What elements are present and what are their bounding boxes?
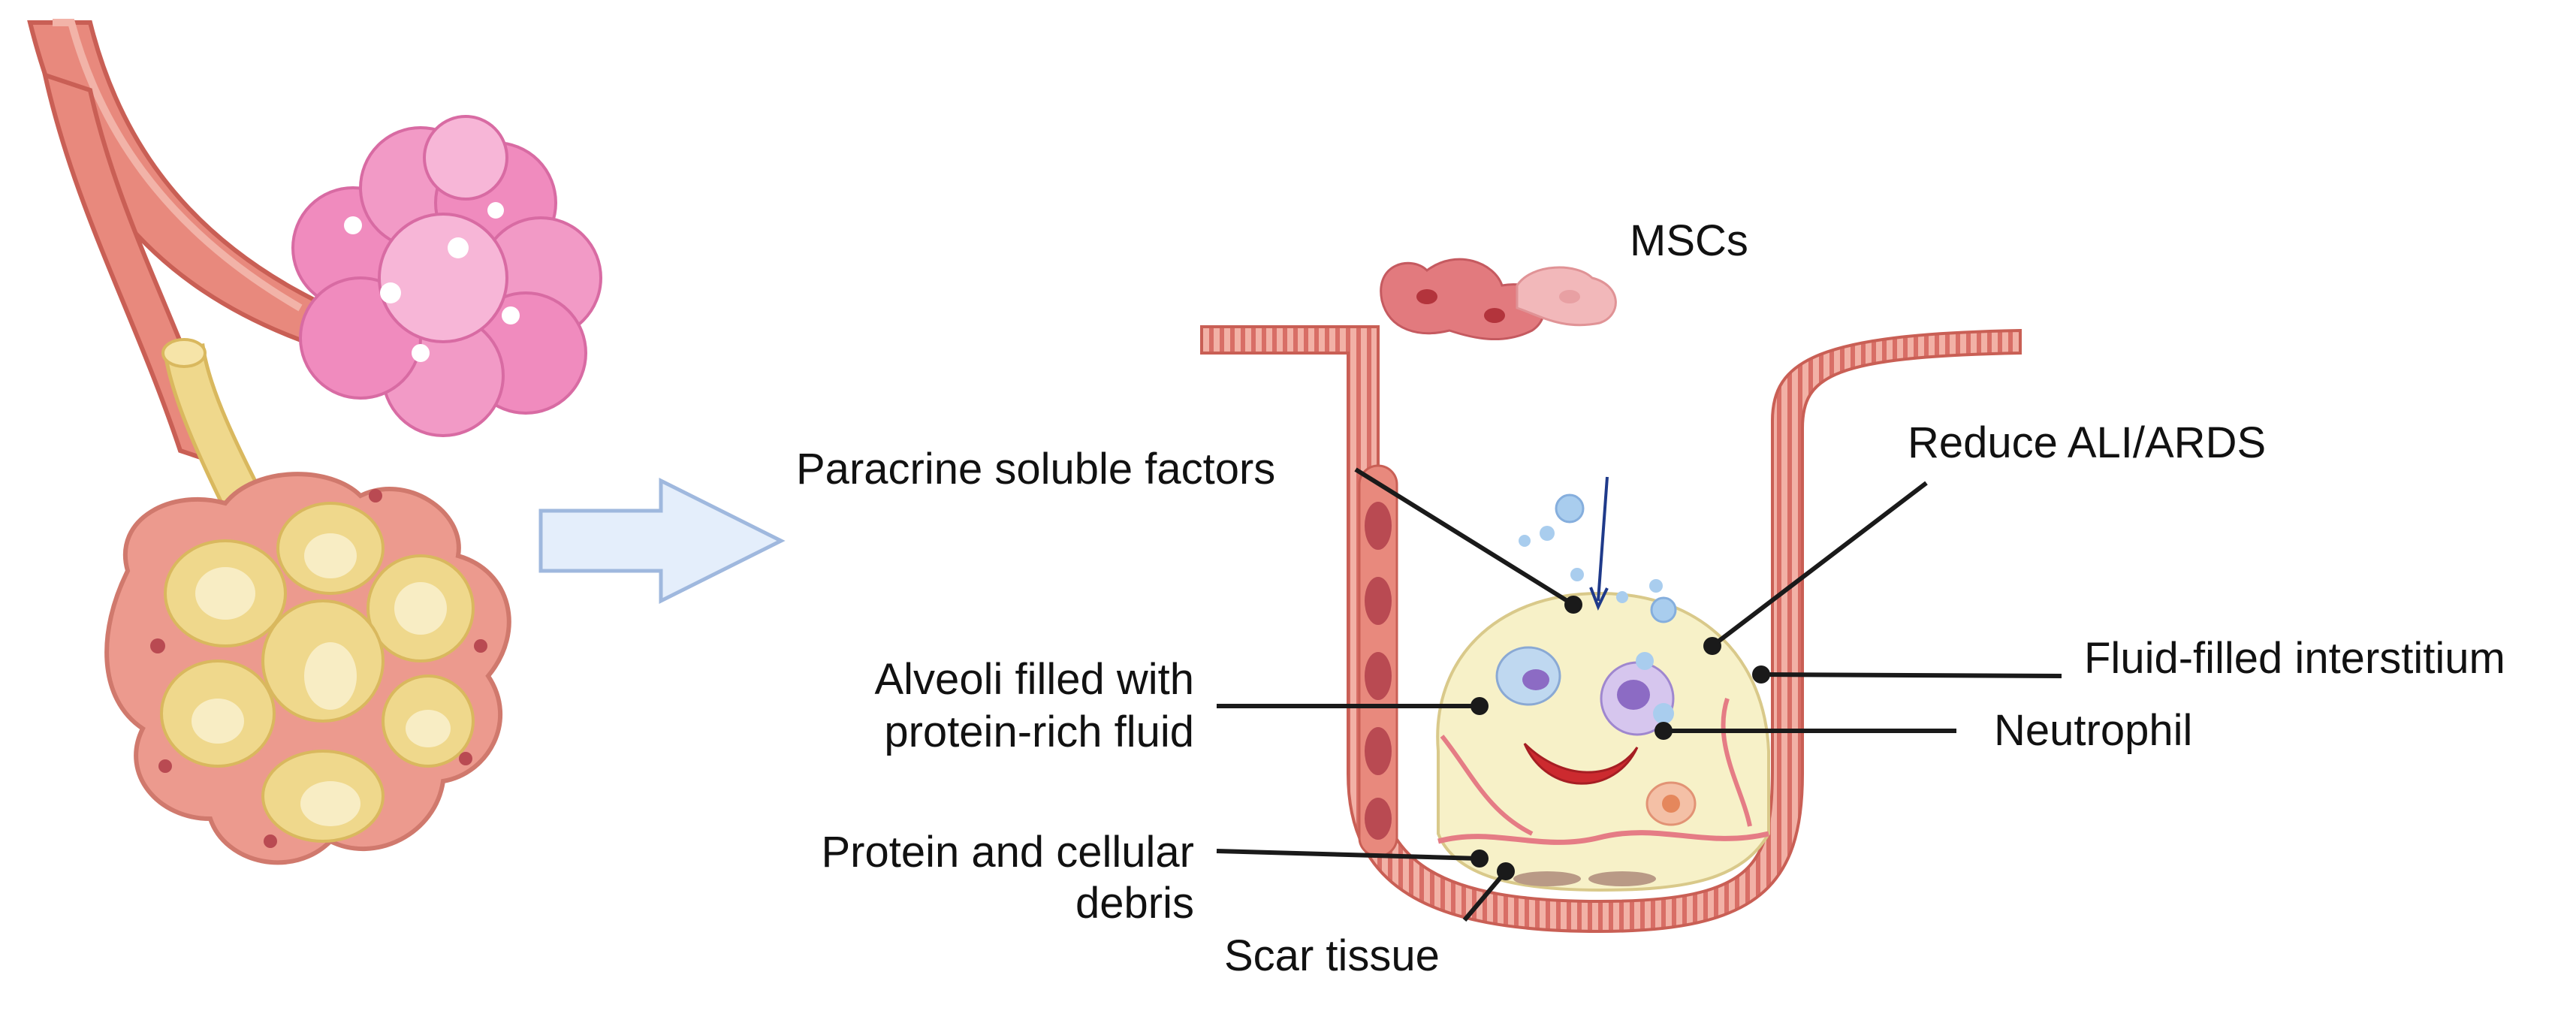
lung-anatomy-illustration — [30, 23, 601, 862]
pointer-reduce — [1712, 483, 1926, 646]
pointer-interstitium — [1761, 675, 2062, 676]
label-mscs: MSCs — [1630, 215, 1748, 267]
transition-arrow — [541, 481, 781, 601]
label-alveoli-line2: protein-rich fluid — [789, 706, 1194, 759]
label-neutrophil: Neutrophil — [1994, 705, 2192, 757]
msc-cells — [1381, 259, 1616, 339]
blood-vessel — [30, 23, 315, 346]
label-scar-tissue: Scar tissue — [1224, 930, 1440, 982]
label-fluid-filled-interstitium: Fluid-filled interstitium — [2084, 632, 2505, 685]
pointer-debris — [1217, 851, 1480, 859]
alveolus-fluid — [1437, 593, 1769, 890]
bronchiole-opening — [163, 340, 205, 367]
label-paracrine-soluble-factors: Paracrine soluble factors — [796, 443, 1275, 496]
label-reduce-ali-ards: Reduce ALI/ARDS — [1908, 417, 2266, 469]
secretion-arrow — [1598, 477, 1607, 601]
alveolus-cross-section — [1202, 259, 2020, 931]
diseased-alveoli-cluster — [107, 474, 509, 862]
label-debris-line1: Protein and cellular — [751, 826, 1194, 879]
healthy-alveoli-cluster — [293, 116, 601, 436]
label-alveoli-line1: Alveoli filled with — [789, 653, 1194, 706]
label-debris-line2: debris — [751, 877, 1194, 930]
